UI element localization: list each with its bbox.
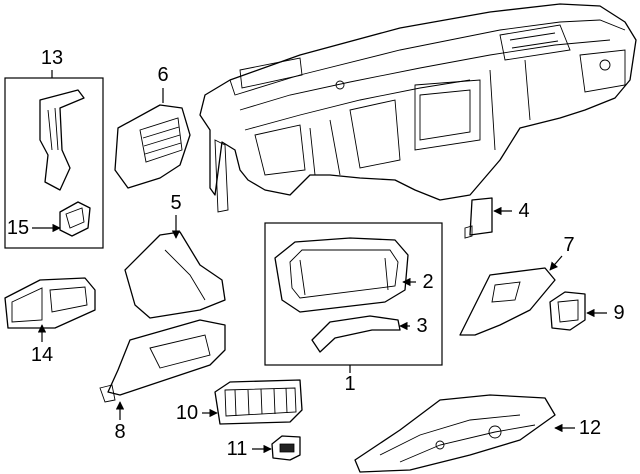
cluster-part-2 <box>274 237 409 313</box>
center-vent-part-10 <box>214 379 303 425</box>
callout-1: 1 <box>344 373 355 395</box>
callout-9: 9 <box>613 302 624 324</box>
group-box-1 <box>264 222 443 366</box>
callout-3: 3 <box>416 315 427 337</box>
clip-part-15 <box>59 201 91 237</box>
callout-13: 13 <box>41 47 63 69</box>
callout-14: 14 <box>31 344 53 366</box>
callout-15: 15 <box>7 217 29 239</box>
side-vent-part-6 <box>114 104 191 189</box>
knee-panel-part-5 <box>124 231 226 319</box>
bracket-part-4 <box>464 197 493 239</box>
callout-2: 2 <box>422 271 433 293</box>
callout-11: 11 <box>227 438 248 460</box>
callout-10: 10 <box>176 402 198 424</box>
switch-part-11 <box>271 435 301 461</box>
callout-12: 12 <box>579 417 601 439</box>
callout-8: 8 <box>114 421 125 443</box>
callout-6: 6 <box>157 64 168 86</box>
trim-ring-part-3 <box>311 315 401 353</box>
switch-bezel-part-14 <box>4 277 96 329</box>
callout-4: 4 <box>518 200 529 222</box>
callout-7: 7 <box>563 234 574 256</box>
callout-5: 5 <box>170 192 181 214</box>
trim-part-9 <box>549 291 586 331</box>
reinforcement-part-12 <box>354 394 556 473</box>
dashboard-frame <box>199 3 637 213</box>
side-cover-part-7 <box>459 267 556 336</box>
bracket-part-13 <box>39 89 85 191</box>
group-box-13 <box>4 77 104 249</box>
lower-panel-part-8 <box>99 319 226 403</box>
